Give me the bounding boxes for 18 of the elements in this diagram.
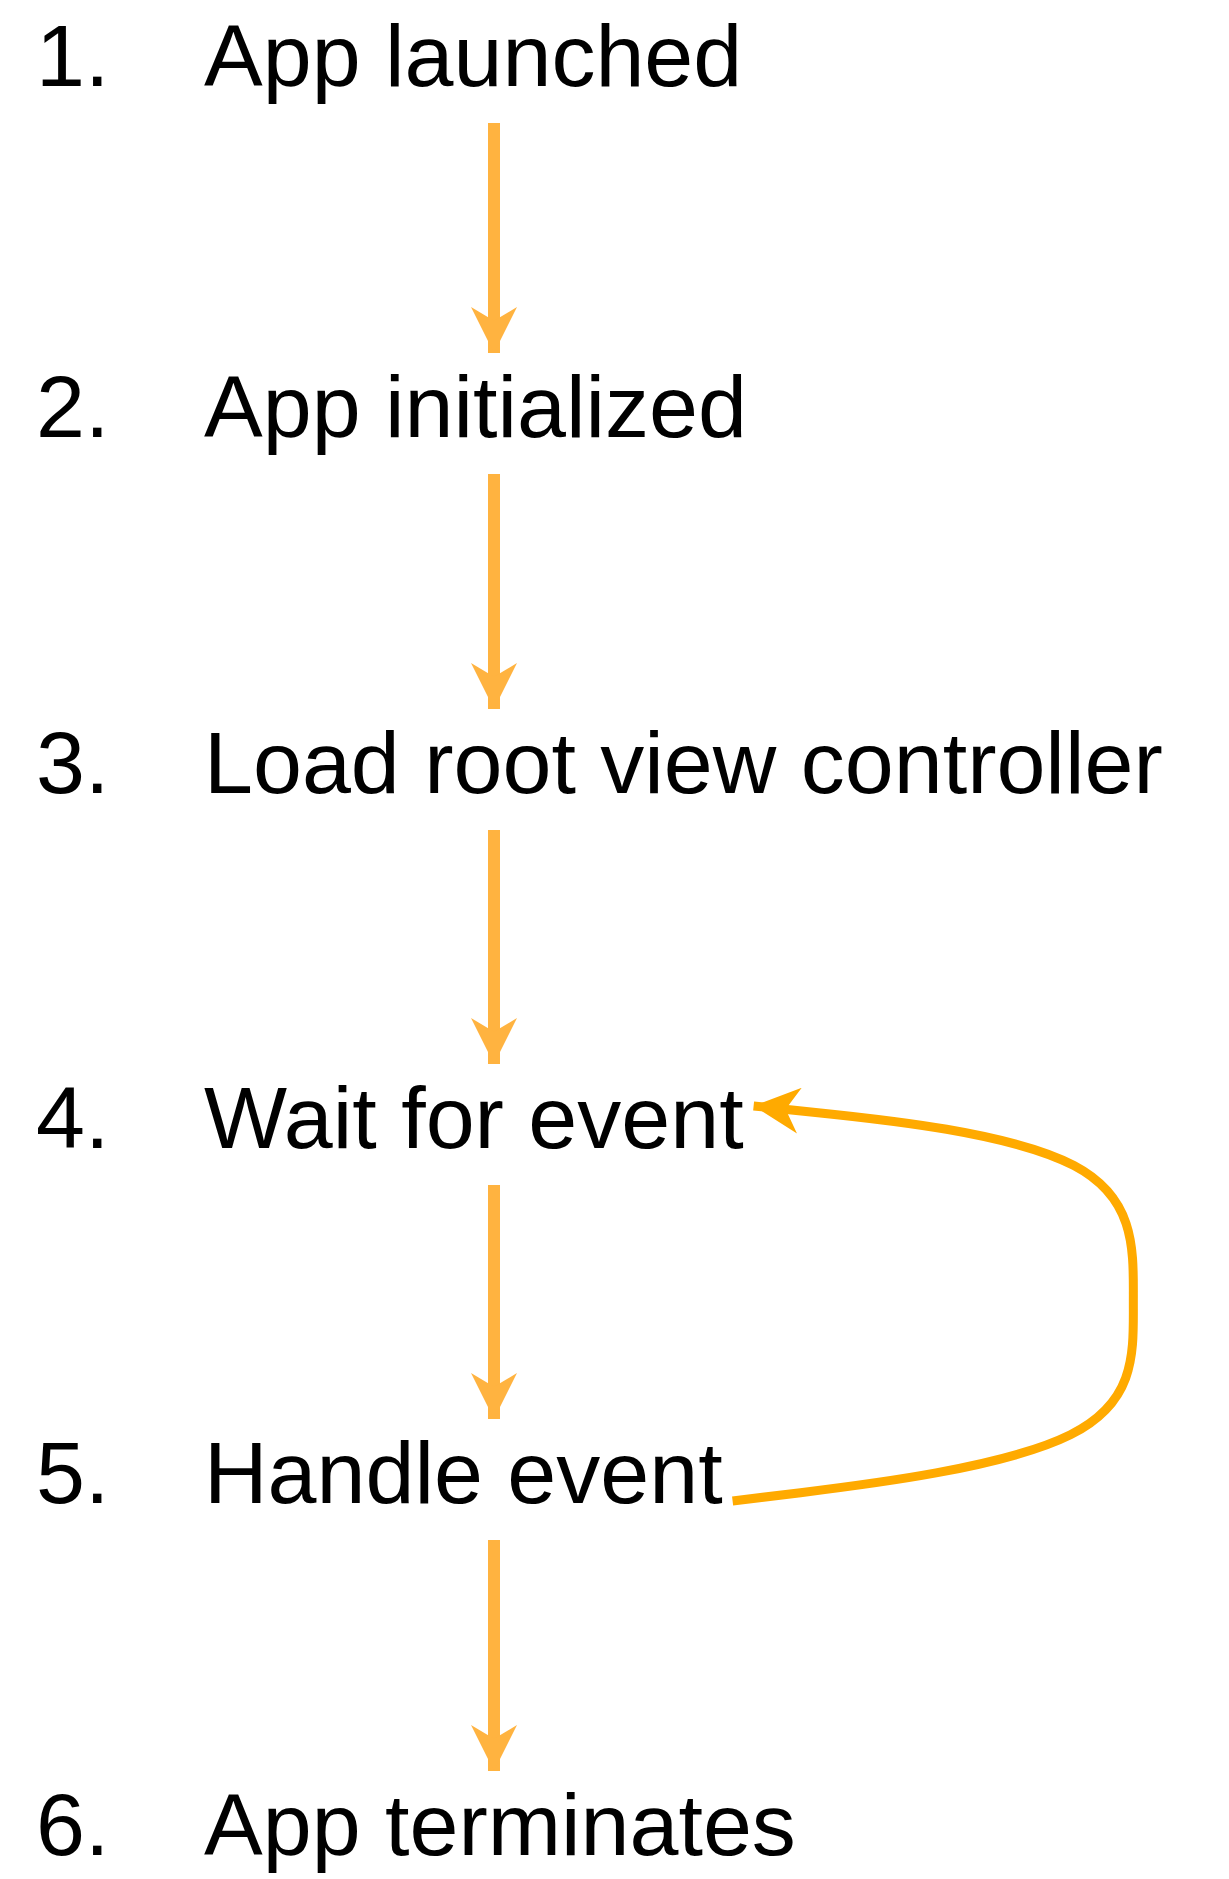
step-number: 6. (36, 1774, 111, 1876)
arrow (471, 1185, 517, 1419)
step-label: Wait for event (204, 1067, 744, 1169)
step-number: 4. (36, 1067, 111, 1169)
step-number: 1. (36, 5, 111, 107)
step-number: 3. (36, 712, 111, 814)
step-number: 5. (36, 1422, 111, 1524)
arrow (471, 123, 517, 353)
step-label: Handle event (204, 1422, 723, 1524)
arrow (471, 474, 517, 709)
step-label: App initialized (204, 356, 747, 458)
step-number: 2. (36, 356, 111, 458)
step-label: App launched (204, 5, 743, 107)
arrow (471, 1540, 517, 1771)
step-label: Load root view controller (204, 712, 1163, 814)
arrow (471, 830, 517, 1064)
step-label: App terminates (204, 1774, 796, 1876)
arrow (732, 1087, 1138, 1506)
